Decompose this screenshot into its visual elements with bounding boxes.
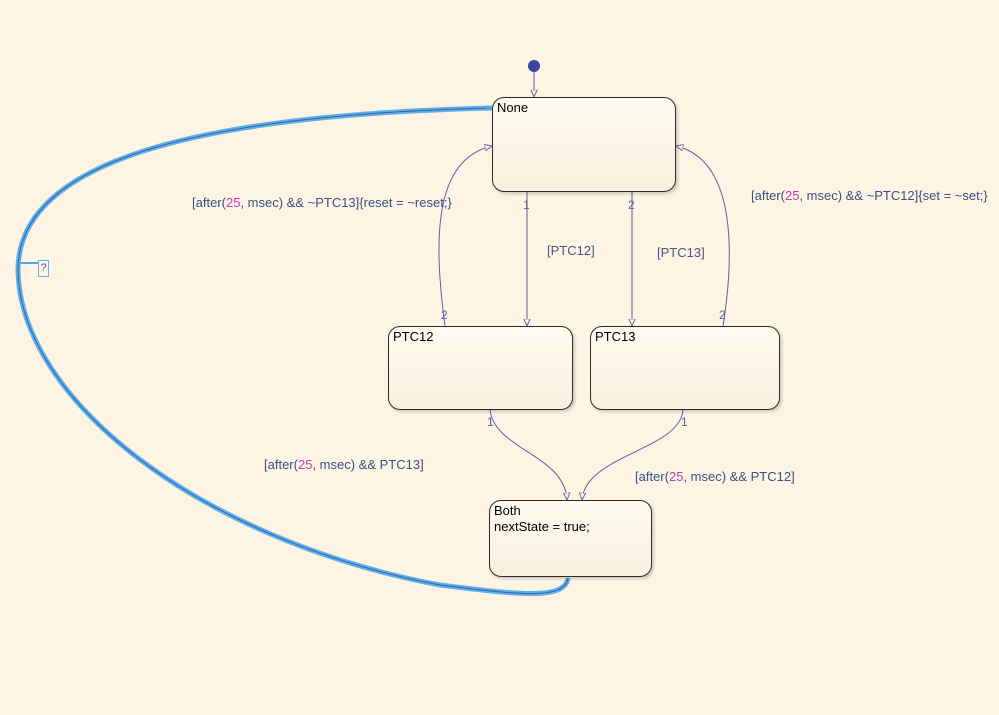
priority-ptc13-to-none: 2	[719, 308, 726, 322]
label-number: 25	[784, 188, 800, 203]
label-number: 25	[297, 457, 313, 472]
state-name: Both	[494, 503, 521, 518]
label-ptc13-to-none[interactable]: [after(25, msec) && ~PTC12]{set = ~set;}	[751, 188, 988, 203]
label-ptc13-to-both[interactable]: [after(25, msec) && PTC12]	[635, 469, 795, 484]
transition-ptc12-to-both[interactable]	[489, 409, 567, 500]
label-ptc12-to-both[interactable]: [after(25, msec) && PTC13]	[264, 457, 424, 472]
state-ptc12[interactable]: PTC12	[388, 326, 573, 410]
state-name: None	[497, 100, 529, 115]
transition-ptc13-to-none[interactable]	[676, 146, 730, 327]
label-both-to-none[interactable]: ?	[38, 260, 49, 277]
state-none[interactable]: None	[492, 97, 676, 192]
transition-ptc13-to-both[interactable]	[582, 409, 684, 500]
label-number: 25	[668, 469, 684, 484]
state-ptc13[interactable]: PTC13	[590, 326, 780, 410]
label-part: [after(	[751, 188, 785, 203]
state-name: PTC13	[595, 329, 636, 344]
state-name: PTC12	[393, 329, 434, 344]
priority-ptc12-to-both: 1	[487, 415, 494, 429]
label-part: [after(	[264, 457, 298, 472]
label-none-to-ptc13[interactable]: [PTC13]	[657, 245, 705, 260]
priority-ptc13-to-both: 1	[681, 415, 688, 429]
label-ptc12-to-none[interactable]: [after(25, msec) && ~PTC13]{reset = ~res…	[192, 195, 452, 210]
priority-none-to-ptc13: 2	[628, 198, 635, 212]
label-part: [after(	[635, 469, 669, 484]
transition-ptc12-to-none[interactable]	[438, 146, 492, 327]
label-none-to-ptc12[interactable]: [PTC12]	[547, 243, 595, 258]
state-both[interactable]: Both nextState = true;	[489, 500, 652, 577]
priority-ptc12-to-none: 2	[441, 308, 448, 322]
transition-both-to-none[interactable]	[17, 108, 569, 594]
label-number: 25	[225, 195, 241, 210]
label-part: [after(	[192, 195, 226, 210]
default-transition-dot[interactable]	[528, 60, 540, 72]
label-part: , msec) && ~PTC13]{reset = ~reset;}	[240, 195, 452, 210]
label-part: , msec) && ~PTC12]{set = ~set;}	[799, 188, 988, 203]
priority-none-to-ptc12: 1	[523, 198, 530, 212]
state-action: nextState = true;	[494, 519, 590, 534]
label-part: , msec) && PTC12]	[683, 469, 795, 484]
label-part: , msec) && PTC13]	[312, 457, 424, 472]
